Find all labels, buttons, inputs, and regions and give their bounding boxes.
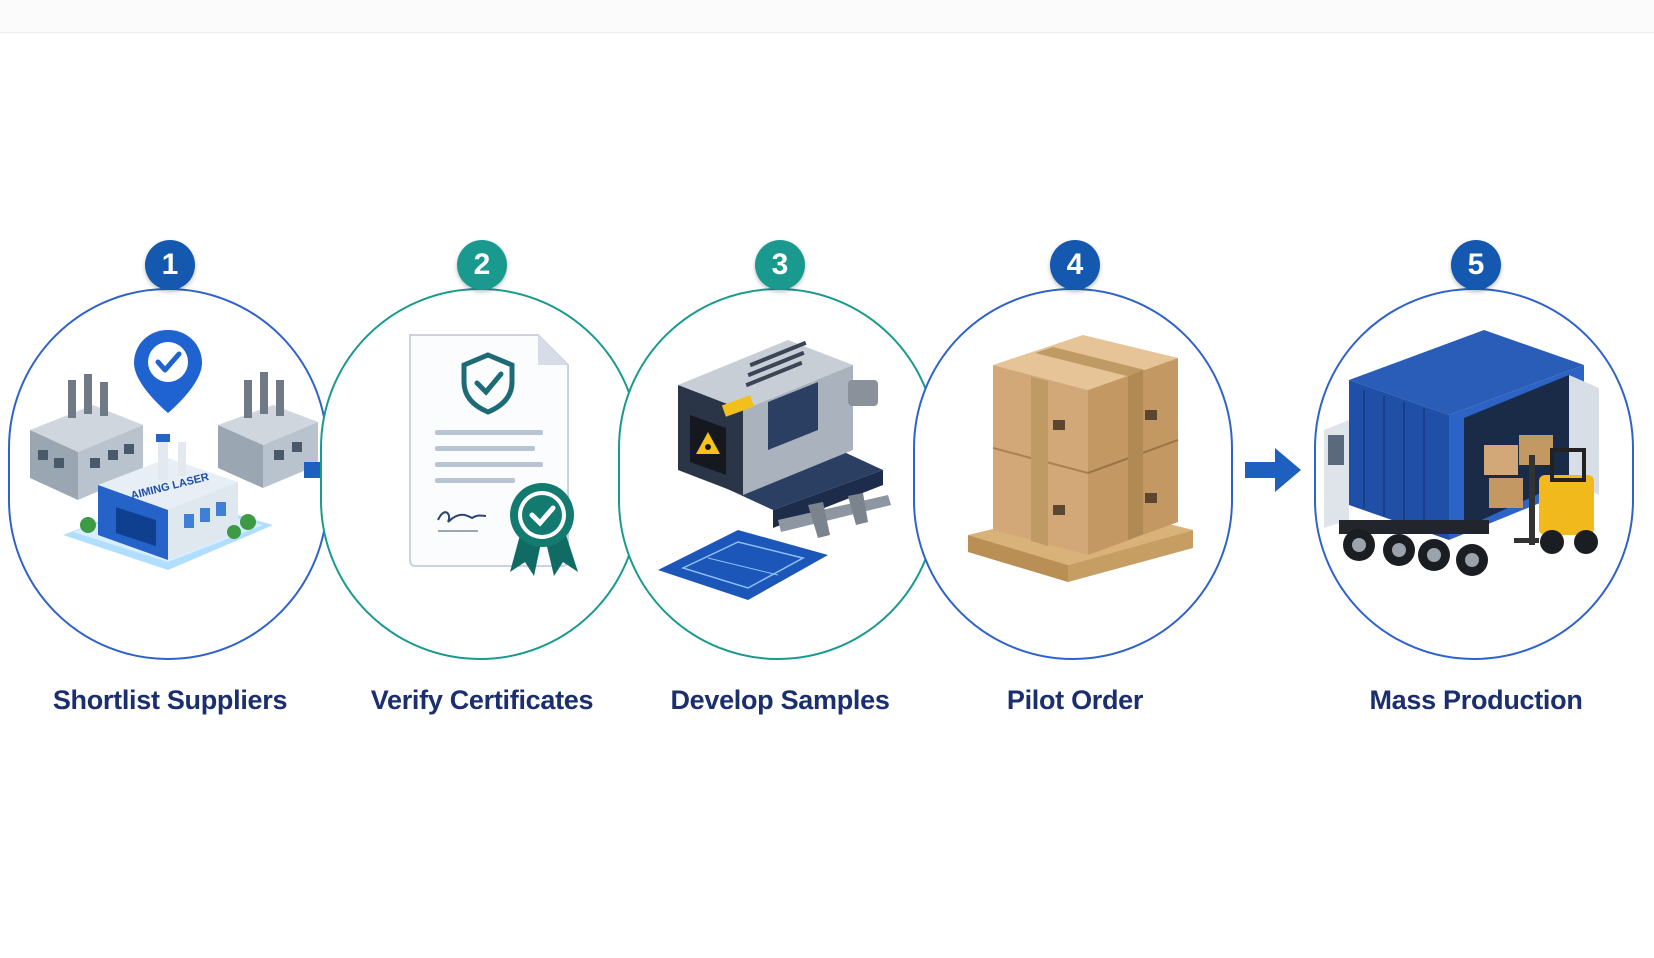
step-label: Verify Certificates	[370, 685, 594, 715]
step-label: Pilot Order	[1006, 685, 1144, 715]
step-number-badge: 1	[145, 240, 195, 290]
step-label: Develop Samples	[670, 685, 890, 715]
step-label: Mass Production	[1369, 685, 1583, 715]
pallet-boxes-icon	[968, 335, 1193, 582]
step-number-badge: 3	[755, 240, 805, 290]
step-develop-samples: 3 De	[610, 240, 950, 720]
step-shortlist-suppliers: 1	[0, 240, 340, 720]
step-label: Shortlist Suppliers	[52, 685, 288, 715]
container-truck-icon	[1324, 330, 1599, 576]
factory-location-icon: AIMING LASER	[30, 330, 318, 570]
certificate-icon	[409, 334, 578, 576]
step-verify-certificates: 2 Verify Certificates	[312, 240, 652, 720]
step-pilot-order: 4 Pilot Order	[905, 240, 1245, 720]
arrow-right-icon	[1245, 440, 1305, 500]
step-number-badge: 5	[1451, 240, 1501, 290]
step-number-badge: 2	[457, 240, 507, 290]
step-mass-production: 5	[1306, 240, 1646, 720]
top-border	[0, 0, 1654, 33]
step-number-badge: 4	[1050, 240, 1100, 290]
laser-module-icon	[658, 340, 891, 600]
